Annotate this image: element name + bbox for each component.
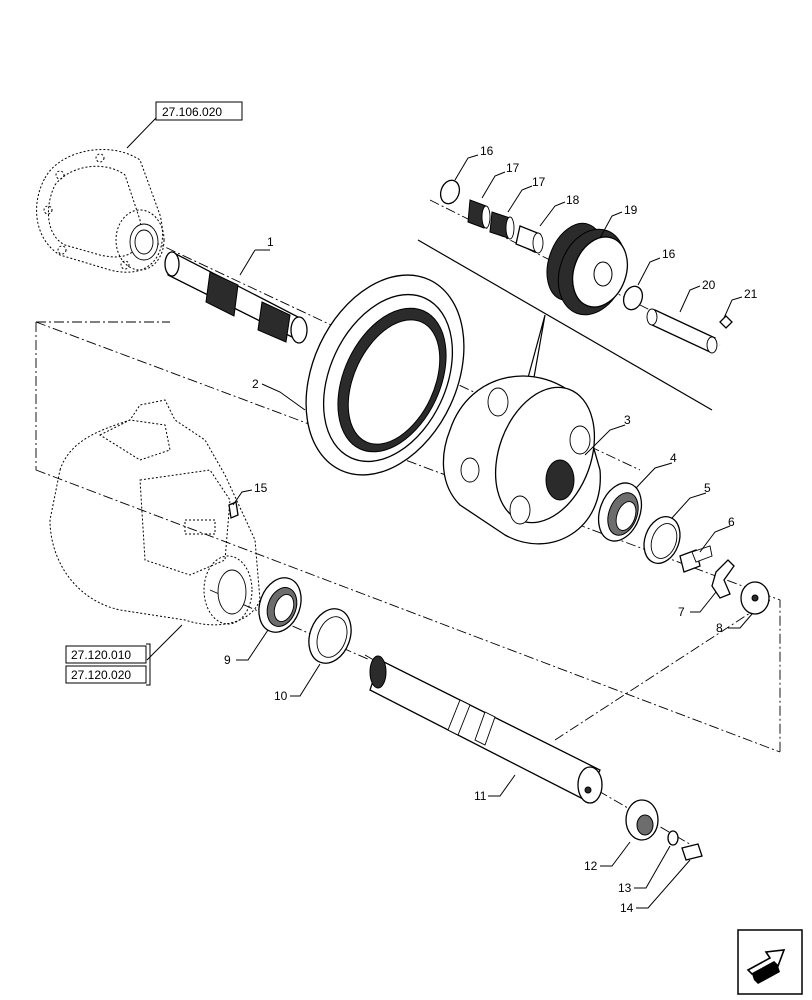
part-1-planet-shaft xyxy=(164,251,308,344)
leader-ref-bottom xyxy=(146,624,183,661)
leader-17b xyxy=(507,185,533,213)
leader-7 xyxy=(690,591,717,613)
callout-19: 19 xyxy=(624,203,638,217)
leader-10 xyxy=(290,663,321,697)
ref-bottom-2-label: 27.120.020 xyxy=(71,668,131,682)
callout-21: 21 xyxy=(744,287,758,301)
wheel-hub-housing xyxy=(36,149,165,273)
leader-16b xyxy=(637,257,661,286)
part-11-axle-shaft xyxy=(369,655,603,804)
callout-1: 1 xyxy=(267,235,274,249)
callout-18: 18 xyxy=(566,193,580,207)
callout-17b: 17 xyxy=(532,175,546,189)
part-5-thrust-washer xyxy=(643,516,681,564)
part-12-flange xyxy=(625,799,659,841)
leader-8 xyxy=(728,613,753,629)
leader-6 xyxy=(699,525,731,553)
leader-11 xyxy=(488,774,516,797)
part-21-roll-pin xyxy=(719,315,733,329)
leader-4 xyxy=(635,462,673,489)
callout-11: 11 xyxy=(474,789,487,803)
part-15-plug xyxy=(228,501,239,519)
leader-16a xyxy=(454,154,479,181)
callout-6: 6 xyxy=(728,515,735,529)
callout-3: 3 xyxy=(624,413,631,427)
part-2-ring-gear xyxy=(305,274,465,476)
part-19-planet-gear xyxy=(546,222,629,316)
part-8-cover-disc xyxy=(740,581,770,615)
part-7-lock-plate xyxy=(711,559,735,599)
part-17-needle-bearing-b xyxy=(489,211,515,240)
part-6-bolt xyxy=(679,545,713,573)
leader-15 xyxy=(232,489,253,506)
callout-13: 13 xyxy=(618,881,632,895)
leader-18 xyxy=(539,201,566,227)
callout-10: 10 xyxy=(274,689,288,703)
callout-5: 5 xyxy=(704,481,711,495)
callout-9: 9 xyxy=(224,653,231,667)
part-4-bearing xyxy=(597,482,643,542)
ref-box-bottom-1 xyxy=(65,645,147,664)
leader-ref-top xyxy=(126,117,157,149)
callout-17a: 17 xyxy=(506,161,520,175)
leader-14 xyxy=(636,859,691,909)
part-9-bearing xyxy=(258,577,302,633)
leader-20 xyxy=(679,285,701,313)
callout-4: 4 xyxy=(670,451,677,465)
ref-box-bottom-2 xyxy=(65,665,147,684)
leader-21 xyxy=(723,296,743,319)
leader-3 xyxy=(584,424,626,456)
part-14-bolt xyxy=(681,843,703,861)
callout-7: 7 xyxy=(678,605,685,619)
callout-20: 20 xyxy=(702,278,716,292)
part-18-spacer xyxy=(515,225,544,254)
leader-9 xyxy=(236,629,269,661)
axle-housing xyxy=(49,399,261,626)
part-10-seal-ring xyxy=(308,608,352,664)
part-17-needle-bearing-a xyxy=(467,199,491,229)
callout-16a: 16 xyxy=(480,144,494,158)
part-20-planet-pin xyxy=(646,308,718,354)
callout-15: 15 xyxy=(254,481,268,495)
callout-16b: 16 xyxy=(662,247,676,261)
assembly-boundary xyxy=(35,321,781,753)
next-page-arrow-icon[interactable] xyxy=(737,929,803,995)
callout-12: 12 xyxy=(584,859,598,873)
part-3-planet-carrier xyxy=(442,375,601,545)
leader-1 xyxy=(239,249,270,276)
part-16-thrust-washer-b xyxy=(622,285,644,311)
leader-13 xyxy=(634,845,671,889)
leader-12 xyxy=(600,841,631,867)
ref-bottom-1-label: 27.120.010 xyxy=(71,648,131,662)
leader-19 xyxy=(599,211,623,239)
leader-2 xyxy=(261,383,306,411)
part-16-thrust-washer-a xyxy=(439,179,461,205)
callout-14: 14 xyxy=(620,901,634,915)
callout-8: 8 xyxy=(716,621,723,635)
leader-17a xyxy=(481,171,506,199)
ref-box-top xyxy=(155,101,243,121)
part-13-washer xyxy=(667,830,679,846)
leader-5 xyxy=(671,492,707,519)
ref-bracket xyxy=(146,643,151,686)
callout-2: 2 xyxy=(252,377,259,391)
ref-top-label: 27.106.020 xyxy=(162,105,222,119)
